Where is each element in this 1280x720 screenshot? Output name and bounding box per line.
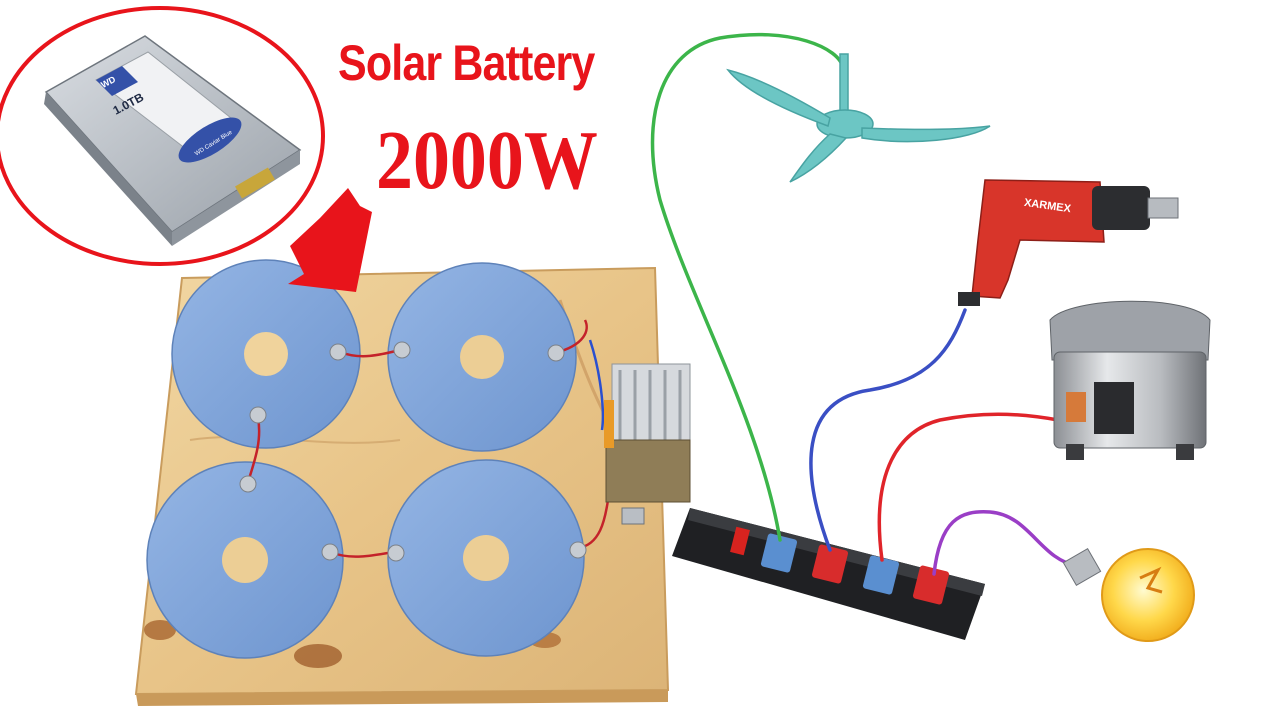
ceiling-fan-icon (726, 53, 991, 183)
outlet-red (811, 544, 849, 584)
hdd-platter-disc (387, 459, 585, 657)
appliance-wires (650, 32, 1080, 576)
hdd-platter-disc (387, 262, 577, 452)
power-drill-icon: XARMEX (958, 179, 1179, 306)
outlet-red (912, 565, 950, 605)
headline-power-rating: 2000W (376, 114, 598, 207)
power-strip-icon (672, 508, 985, 640)
hdd-platter-disc (171, 259, 361, 449)
arrow-icon (288, 188, 372, 292)
outlet-blue (862, 555, 900, 595)
light-bulb-icon (1062, 548, 1195, 642)
headline-title: Solar Battery (338, 35, 595, 91)
outlet-blue (760, 533, 798, 573)
rice-cooker-icon (1049, 300, 1211, 460)
screw-icon (239, 341, 587, 562)
transformer-icon (604, 363, 691, 525)
hard-drive-icon: WD 1.0TB WD Caviar Blue (44, 35, 302, 246)
hdd-platter-disc (146, 461, 344, 659)
